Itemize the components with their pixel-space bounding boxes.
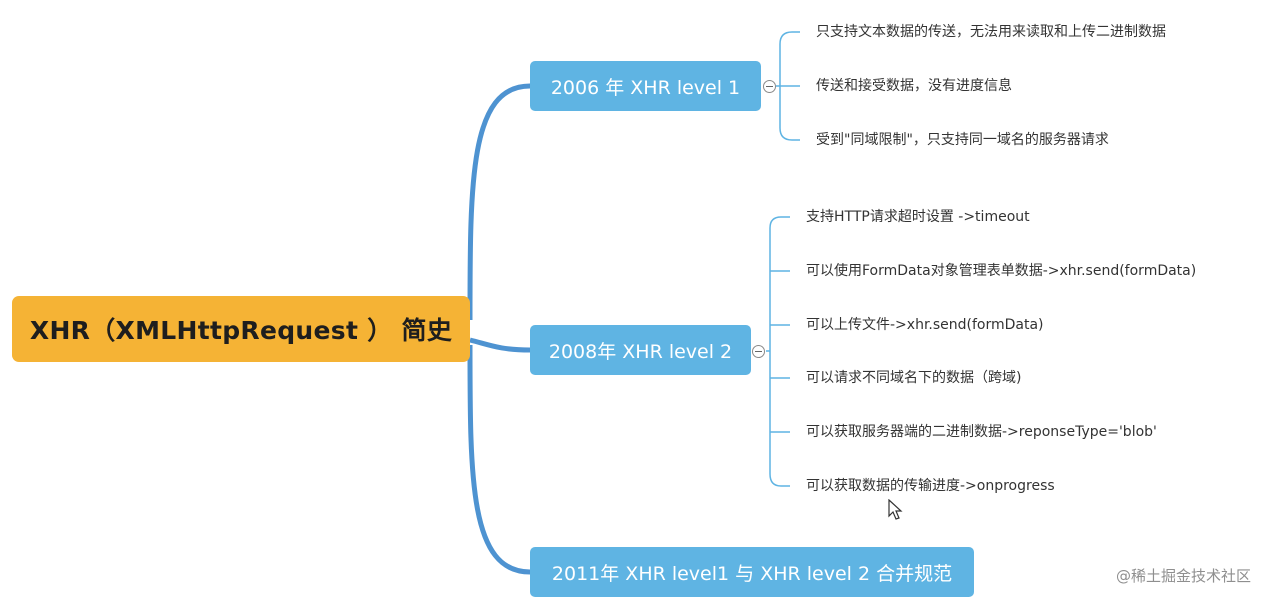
bracket-branch-1 [776, 31, 800, 141]
leaf-topic[interactable]: 受到"同域限制"，只支持同一域名的服务器请求 [816, 132, 1109, 148]
leaf-topic[interactable]: 传送和接受数据，没有进度信息 [816, 78, 1012, 94]
collapse-icon[interactable] [763, 80, 776, 93]
leaf-topic[interactable]: 可以请求不同域名下的数据（跨域) [806, 370, 1022, 386]
watermark: @稀土掘金技术社区 [1115, 567, 1251, 585]
branch-merge-spec[interactable]: 2011年 XHR level1 与 XHR level 2 合并规范 [530, 547, 974, 597]
connector-root-branch-2 [469, 337, 531, 353]
mouse-cursor-icon [888, 499, 903, 520]
connector-root-branch-3 [467, 344, 531, 575]
root-topic[interactable]: XHR（XMLHttpRequest ） 简史 [12, 296, 470, 362]
branch-xhr-level-2[interactable]: 2008年 XHR level 2 [530, 325, 751, 375]
leaf-topic[interactable]: 可以获取数据的传输进度->onprogress [806, 478, 1055, 494]
leaf-topic[interactable]: 可以获取服务器端的二进制数据->reponseType='blob' [806, 424, 1157, 440]
collapse-icon[interactable] [752, 345, 765, 358]
leaf-topic[interactable]: 支持HTTP请求超时设置 ->timeout [806, 209, 1030, 225]
branch-xhr-level-1[interactable]: 2006 年 XHR level 1 [530, 61, 761, 111]
bracket-branch-2 [766, 216, 790, 487]
leaf-topic[interactable]: 可以上传文件->xhr.send(formData) [806, 317, 1044, 333]
leaf-topic[interactable]: 可以使用FormData对象管理表单数据->xhr.send(formData) [806, 263, 1197, 279]
connector-root-branch-1 [467, 83, 531, 321]
leaf-topic[interactable]: 只支持文本数据的传送，无法用来读取和上传二进制数据 [816, 24, 1166, 40]
